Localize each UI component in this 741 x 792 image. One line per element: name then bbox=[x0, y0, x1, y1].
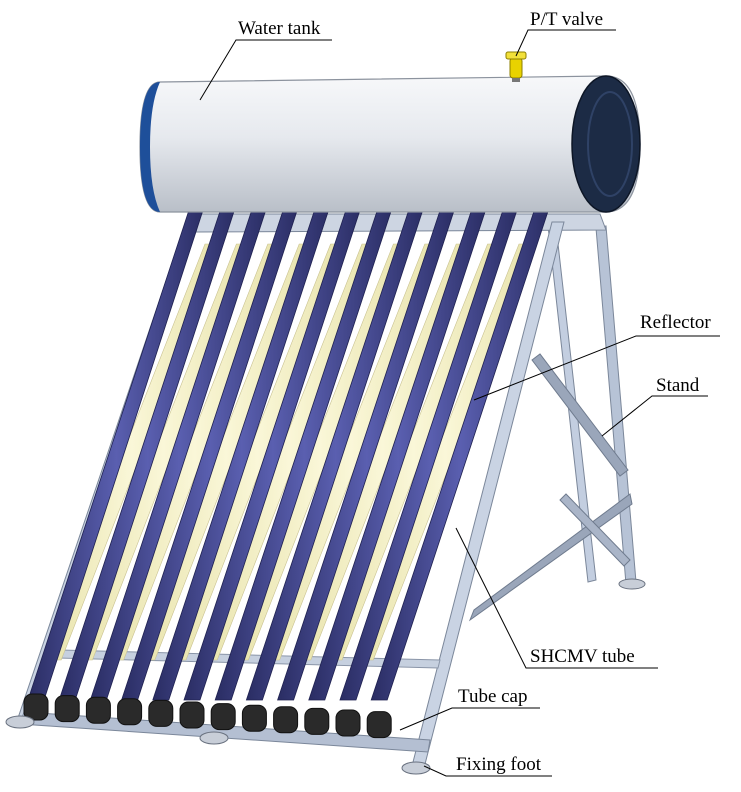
tube-cap bbox=[117, 698, 143, 726]
tube-cap bbox=[366, 711, 392, 739]
fixing-foot bbox=[618, 578, 646, 590]
tube-array bbox=[27, 199, 554, 701]
label-shcmv-tube: SHCMV tube bbox=[530, 646, 635, 667]
leader-lines bbox=[199, 29, 720, 777]
tube-cap bbox=[179, 701, 205, 729]
label-water-tank: Water tank bbox=[238, 18, 321, 39]
fixing-foot bbox=[199, 731, 229, 745]
label-tube-cap: Tube cap bbox=[458, 686, 528, 707]
fixing-feet bbox=[5, 578, 646, 775]
label-pt-valve: P/T valve bbox=[530, 9, 603, 30]
tube-cap bbox=[335, 709, 361, 737]
tube-cap bbox=[85, 696, 111, 724]
tube-cap bbox=[241, 704, 267, 732]
water-tank bbox=[139, 51, 641, 213]
tube-cap bbox=[54, 695, 80, 723]
tube-cap bbox=[210, 703, 236, 731]
leader-shcmv-tube bbox=[455, 527, 658, 669]
tube-cap bbox=[148, 699, 174, 727]
label-reflector: Reflector bbox=[640, 312, 711, 333]
stand-brace-cross bbox=[559, 493, 631, 567]
water-tank-end-ring bbox=[587, 91, 633, 197]
leader-water-tank bbox=[199, 39, 332, 101]
tube-cap bbox=[23, 693, 49, 721]
water-tank-left-cap bbox=[140, 82, 160, 212]
tube-caps bbox=[23, 693, 392, 739]
leader-reflector bbox=[473, 335, 720, 401]
fixing-foot bbox=[5, 715, 35, 729]
leader-tube-cap bbox=[399, 707, 540, 731]
stand-brace-lower bbox=[468, 493, 633, 622]
water-tank-end-cap bbox=[571, 75, 641, 213]
label-fixing-foot: Fixing foot bbox=[456, 754, 542, 775]
tube-cap bbox=[304, 707, 330, 735]
stand-brace-upper bbox=[531, 353, 629, 477]
leader-fixing-foot bbox=[423, 765, 552, 777]
water-tank-body bbox=[139, 75, 641, 213]
label-stand: Stand bbox=[656, 375, 700, 396]
stand-rear-leg-right bbox=[595, 225, 637, 585]
tube-cap bbox=[273, 706, 299, 734]
leader-stand bbox=[601, 395, 708, 437]
fixing-foot bbox=[401, 761, 431, 775]
leader-pt-valve bbox=[515, 29, 616, 57]
